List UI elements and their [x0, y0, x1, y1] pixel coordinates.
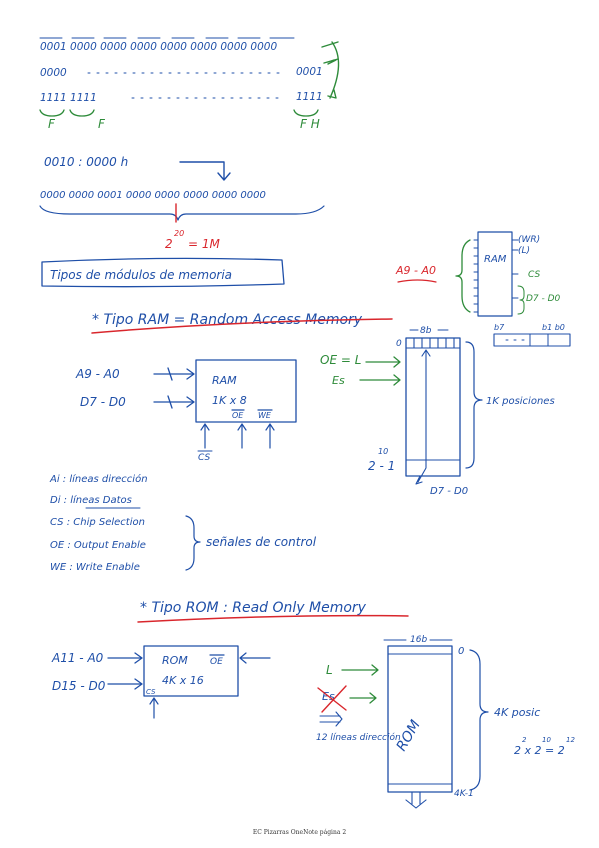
address-binary: 0000 0000 0001 0000 0000 0000 0000 0000 — [40, 190, 266, 201]
rom-cs-label: CS — [146, 688, 156, 696]
ram-pin-data: D7 - D0 — [526, 294, 561, 304]
legend-di: Di : líneas Datos — [50, 494, 132, 506]
rom-es-arrow — [349, 692, 377, 704]
ram-zero: 0 — [396, 339, 402, 349]
ram-pin-b7: b7 — [494, 323, 505, 332]
ram-last-exp: 10 — [378, 447, 388, 456]
rom-cs-arrow — [149, 697, 159, 719]
address-power: 2 — [165, 237, 173, 251]
ram-pin-b0: b1 b0 — [542, 323, 565, 332]
signal-legend: Ai : líneas dirección Di : líneas Datos … — [49, 473, 317, 573]
ram-out: D7 - D0 — [430, 486, 468, 497]
rom-lines-note: 12 líneas dirección — [316, 732, 401, 743]
address-brace — [39, 205, 325, 221]
ram-section: * Tipo RAM = Random Access Memory A9 - A… — [75, 231, 571, 497]
rom-l-label: L — [326, 663, 333, 677]
ram-input-arrows — [153, 367, 195, 409]
rom-formula-exp-2: 10 — [542, 736, 551, 744]
ram-pin-addr: A9 - A0 — [395, 264, 436, 277]
ram-chip-size: 1K x 8 — [212, 394, 247, 407]
rom-formula-exp-3: 12 — [566, 736, 575, 744]
ram-last: 2 - 1 — [368, 459, 395, 473]
heading-box-text: Tipos de módulos de memoria — [50, 268, 232, 282]
ram-data-in: D7 - D0 — [80, 395, 126, 409]
rom-data-in: D15 - D0 — [52, 679, 106, 693]
address-arrow-icon — [179, 161, 231, 181]
legend-cs: CS : Chip Selection — [50, 517, 145, 528]
ram-we-label: WE — [258, 411, 272, 420]
rom-chip-name: ROM — [162, 654, 188, 667]
rom-last: 4K-1 — [454, 789, 474, 799]
rom-width: 16b — [410, 635, 427, 645]
legend-oe: OE : Output Enable — [50, 540, 146, 551]
ram-pin-cs: CS — [528, 270, 540, 280]
ram-pinout-register — [493, 333, 571, 347]
rom-formula-exp-1: 2 — [522, 736, 527, 744]
hex-row-3-start: 1111 1111 — [40, 92, 97, 104]
memory-types-heading: Tipos de módulos de memoria — [41, 257, 285, 288]
hex-green-bracket-arrows — [321, 41, 340, 99]
ram-cs-side: Es — [332, 374, 345, 387]
legend-we: WE : Write Enable — [50, 562, 140, 573]
ram-control-arrows — [200, 409, 275, 449]
address-equals: = 1M — [188, 237, 221, 251]
ram-addr-in: A9 - A0 — [75, 367, 120, 381]
ram-oe-eq: OE = L — [320, 353, 361, 367]
ram-pinout-pins — [473, 239, 519, 313]
ram-positions-brace — [465, 341, 483, 469]
ram-pinout-body — [477, 231, 513, 317]
rom-memory-column — [387, 645, 453, 793]
legend-group-label: señales de control — [206, 535, 317, 549]
ram-chip-pinout: A9 - A0 RAM (WR) (L) CS D7 - D0 b7 b1 b0 — [395, 231, 571, 347]
hex-label-f2: F — [98, 117, 106, 131]
rom-es-cross — [317, 685, 347, 713]
address-power-exp: 20 — [174, 229, 184, 238]
rom-oe-label: OE — [210, 657, 223, 667]
hex-label-f1: F — [48, 117, 56, 131]
ram-pin-l: (L) — [518, 246, 530, 256]
address-value: 0010 : 0000 h — [44, 155, 128, 169]
ram-chip-name: RAM — [212, 374, 237, 387]
rom-address-arrows — [319, 711, 343, 727]
ram-side-arrows — [359, 356, 401, 386]
legend-ai: Ai : líneas dirección — [49, 473, 148, 485]
address-section: 0010 : 0000 h 0000 0000 0001 0000 0000 0… — [39, 155, 325, 251]
ram-positions: 1K posiciones — [486, 396, 555, 407]
rom-title: * Tipo ROM : Read Only Memory — [140, 600, 367, 616]
ram-width: 8b — [420, 326, 432, 336]
legend-control-brace — [185, 515, 201, 571]
hex-underline-braces — [39, 109, 319, 117]
rom-section: * Tipo ROM : Read Only Memory A11 - A0 D… — [51, 600, 575, 809]
rom-chip-block — [143, 645, 239, 697]
ram-memory-column — [405, 337, 461, 477]
rom-input-arrows — [107, 652, 143, 690]
ram-pinout-brace — [455, 239, 471, 313]
hex-row-2-end: 0001 — [296, 66, 323, 78]
ram-title: * Tipo RAM = Random Access Memory — [92, 312, 363, 328]
hex-row-3-end: 1111 — [296, 91, 323, 103]
rom-chip-size: 4K x 16 — [162, 674, 204, 687]
rom-formula: 2 x 2 = 2 — [514, 744, 565, 757]
rom-positions: 4K posic — [494, 706, 540, 719]
ram-pinout-data-brace — [517, 285, 525, 315]
rom-zero: 0 — [458, 646, 464, 657]
ram-title-underline — [91, 318, 393, 334]
rom-positions-brace — [469, 649, 489, 791]
hex-rows: 0001 0000 0000 0000 0000 0000 0000 0000 … — [39, 37, 340, 131]
ram-chip-block — [195, 359, 297, 423]
hex-row-1: 0001 0000 0000 0000 0000 0000 0000 0000 — [40, 41, 277, 53]
page-footer: EC Pizarras OneNote página 2 — [252, 829, 347, 836]
ram-oe-label: OE — [232, 411, 244, 420]
ram-cs-label: CS — [198, 453, 210, 463]
ram-memory-cells — [405, 337, 461, 485]
rom-l-arrow — [341, 664, 379, 676]
ram-pinout-name: RAM — [484, 254, 507, 265]
heading-box-outline — [41, 257, 285, 288]
rom-addr-in: A11 - A0 — [51, 651, 104, 665]
hex-label-fh: F H — [300, 117, 320, 131]
rom-title-underline — [137, 614, 409, 623]
hex-row-2-start: 0000 — [40, 67, 67, 79]
ram-pin-wr: (WR) — [518, 235, 540, 245]
